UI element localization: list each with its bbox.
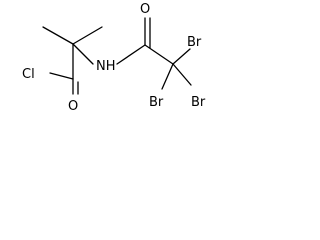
bond-cbr3-to-bromine-bottom-right bbox=[172, 63, 192, 86]
bond-nitrogen-to-amide-carbon bbox=[116, 44, 146, 65]
amide-nitrogen-label: NH bbox=[96, 59, 116, 74]
carbonyl-oxygen-right-label: O bbox=[140, 2, 150, 17]
bond-cbr3-to-bromine-bottom-left bbox=[161, 63, 174, 90]
chemical-structure-diagram: Cl O NH O Br Br Br bbox=[0, 0, 224, 126]
bond-methyl-left bbox=[42, 26, 74, 45]
bond-quaternary-to-nitrogen bbox=[72, 43, 94, 65]
molecule-svg: Cl O NH O Br Br Br bbox=[22, 2, 206, 114]
bromine-top-label: Br bbox=[187, 35, 202, 50]
bond-cbr3-to-bromine-top bbox=[172, 48, 191, 65]
bromine-bottom-right-label: Br bbox=[191, 95, 206, 110]
bond-methyl-right bbox=[72, 26, 103, 45]
bromine-bottom-left-label: Br bbox=[149, 95, 164, 110]
carbonyl-oxygen-left-label: O bbox=[68, 99, 78, 114]
bond-acyl-carbon-to-chlorine bbox=[49, 72, 74, 80]
bond-amide-carbon-to-cbr3-carbon bbox=[144, 44, 174, 65]
chlorine-label: Cl bbox=[22, 67, 35, 82]
